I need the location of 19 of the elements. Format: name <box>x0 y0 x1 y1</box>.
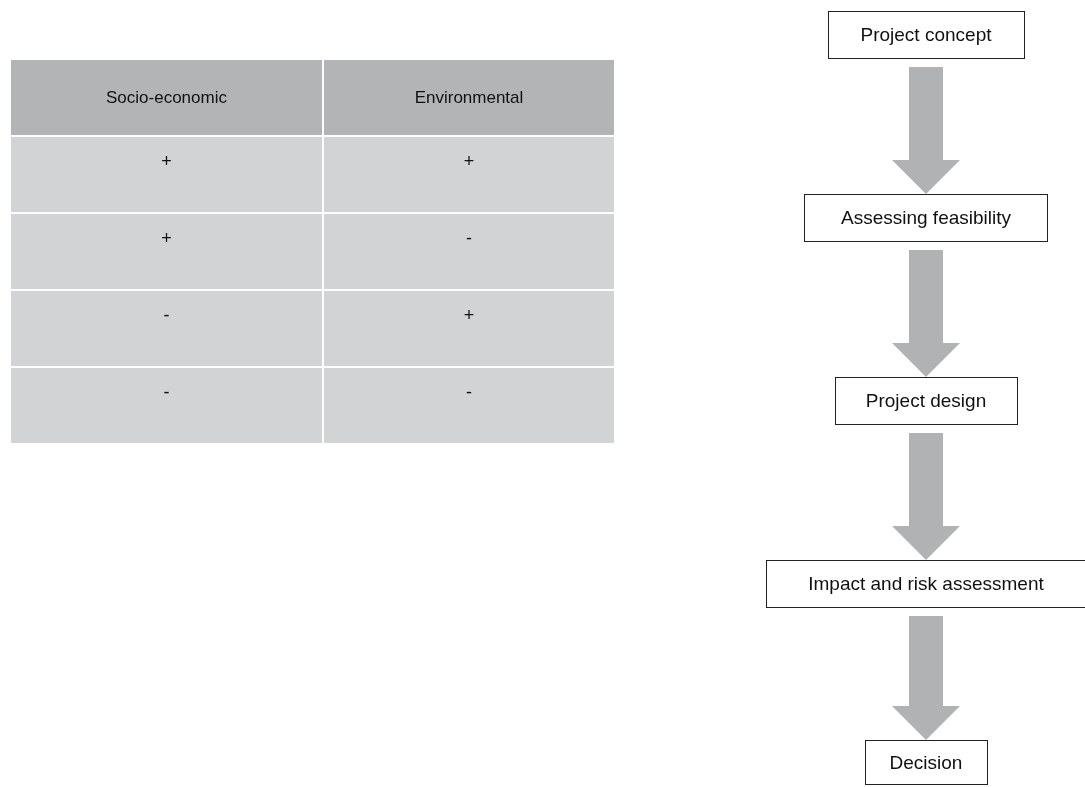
block-arrow <box>892 616 960 740</box>
table-cell: - <box>324 368 614 443</box>
table-cell: - <box>324 214 614 289</box>
process-box: Project concept <box>827 11 1025 59</box>
table-cell: + <box>324 291 614 366</box>
table-header-cell: Environmental <box>324 60 614 135</box>
table-cell: + <box>11 137 322 212</box>
block-arrow <box>892 67 960 194</box>
table-header-cell: Socio-economic <box>11 60 322 135</box>
table-cell: + <box>11 214 322 289</box>
process-box: Assessing feasibility <box>804 194 1048 242</box>
process-box: Project design <box>834 377 1018 425</box>
process-box: Decision <box>864 740 988 785</box>
table-cell: + <box>324 137 614 212</box>
block-arrow <box>892 433 960 560</box>
block-arrow <box>892 250 960 377</box>
process-box: Impact and risk assessment <box>766 560 1085 608</box>
table-cell: - <box>11 368 322 443</box>
table-cell: - <box>11 291 322 366</box>
